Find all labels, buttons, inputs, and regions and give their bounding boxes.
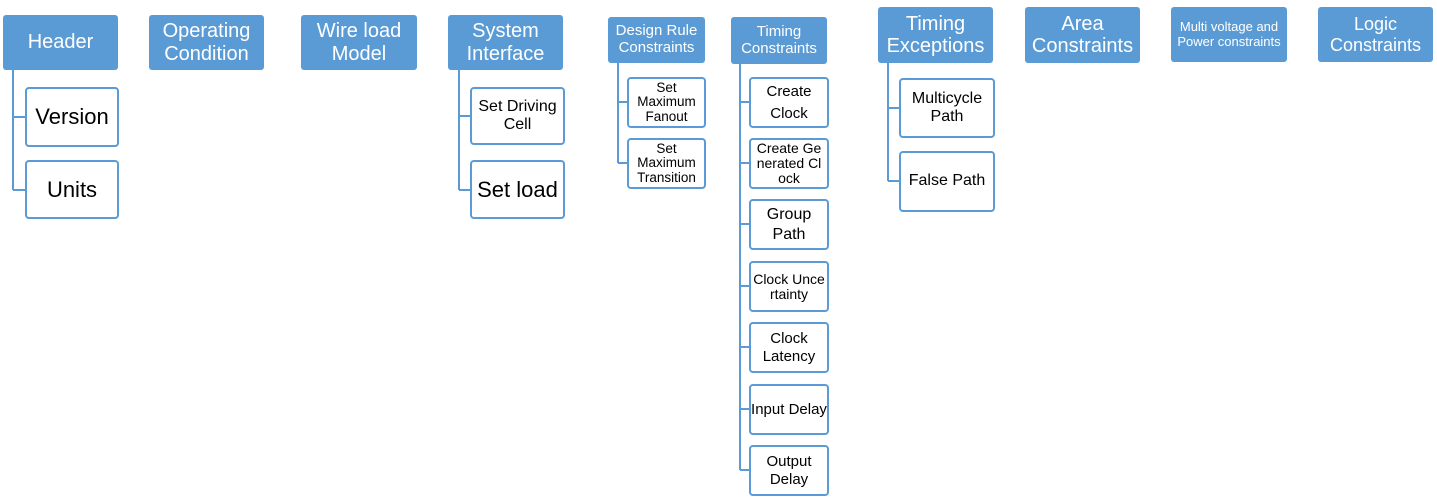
child-set-driving-cell: Set Driving Cell: [470, 87, 565, 145]
child-create-clock: Create Clock: [749, 77, 829, 128]
child-label: Set Maximum Transition: [637, 140, 696, 185]
child-group-path: Group Path: [749, 199, 829, 250]
node-label: Timing Constraints: [741, 22, 817, 57]
child-version: Version: [25, 87, 119, 147]
child-label: Set Maximum Fanout: [637, 79, 696, 124]
child-label: Set load: [477, 176, 558, 202]
child-multicycle-path: Multicycle Path: [899, 78, 995, 138]
child-units: Units: [25, 160, 119, 219]
node-label: Header: [27, 31, 94, 54]
node-label: Area Constraints: [1031, 12, 1134, 57]
node-operating-condition: Operating Condition: [149, 15, 264, 70]
node-label: Operating Condition: [162, 20, 251, 65]
child-output-delay: Output Delay: [749, 445, 829, 496]
child-label: Clock Latency: [762, 329, 816, 365]
node-label: System Interface: [466, 20, 545, 65]
node-wire-load-model: Wire load Model: [301, 15, 417, 70]
child-label: Set Driving Cell: [478, 97, 557, 133]
node-design-rule-constraints: Design Rule Constraints: [608, 17, 705, 63]
child-label: Group Path: [766, 205, 812, 243]
child-label: Create Clock: [766, 82, 812, 122]
child-false-path: False Path: [899, 151, 995, 212]
child-clock-latency: Clock Latency: [749, 322, 829, 373]
child-label: Create Generated Clock: [756, 140, 822, 186]
child-set-load: Set load: [470, 160, 565, 219]
node-label: Wire load Model: [316, 20, 402, 65]
node-timing-constraints: Timing Constraints: [731, 17, 827, 64]
child-clock-uncertainty: Clock Uncertainty: [749, 261, 829, 312]
child-set-maximum-fanout: Set Maximum Fanout: [627, 77, 706, 128]
node-multi-voltage-power-constraints: Multi voltage and Power constraints: [1171, 7, 1287, 62]
node-label: Design Rule Constraints: [615, 22, 698, 56]
child-label: False Path: [908, 172, 986, 190]
node-area-constraints: Area Constraints: [1025, 7, 1140, 63]
child-label: Multicycle Path: [911, 89, 983, 125]
node-label: Logic Constraints: [1329, 14, 1422, 55]
node-label: Timing Exceptions: [886, 12, 985, 57]
child-label: Units: [46, 176, 98, 202]
child-input-delay: Input Delay: [749, 384, 829, 435]
child-label: Version: [35, 104, 109, 130]
child-label: Clock Uncertainty: [753, 270, 825, 302]
node-logic-constraints: Logic Constraints: [1318, 7, 1433, 62]
child-label: Input Delay: [751, 400, 827, 418]
child-label: Output Delay: [766, 452, 812, 488]
node-header: Header: [3, 15, 118, 70]
node-system-interface: System Interface: [448, 15, 563, 70]
child-set-maximum-transition: Set Maximum Transition: [627, 138, 706, 189]
node-label: Multi voltage and Power constraints: [1177, 18, 1281, 49]
child-create-generated-clock: Create Generated Clock: [749, 138, 829, 189]
node-timing-exceptions: Timing Exceptions: [878, 7, 993, 63]
